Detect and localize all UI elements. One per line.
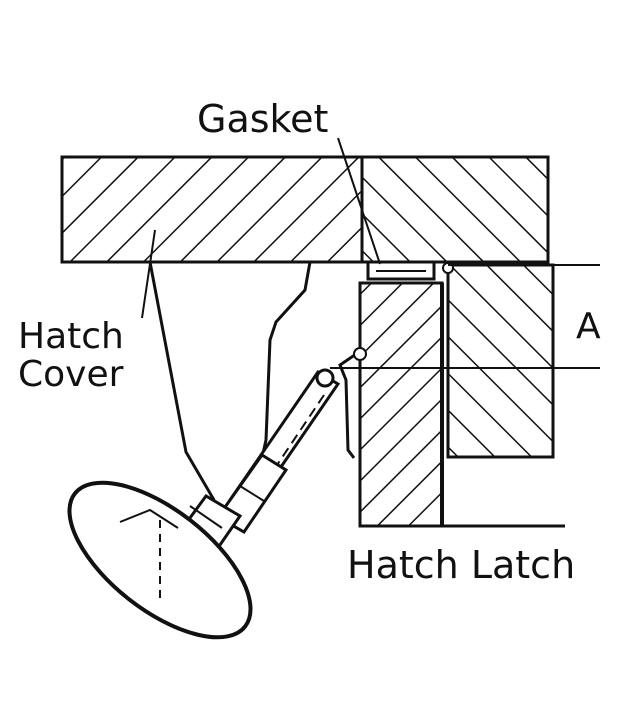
hatch-latch-plate	[358, 281, 565, 528]
gasket-strip	[366, 260, 454, 281]
dimension-a-label: A	[576, 306, 601, 347]
hatch-cover-label-line1: Hatch	[18, 316, 124, 357]
latch-bolt	[215, 368, 341, 534]
hatch-latch-label: Hatch Latch	[347, 543, 576, 587]
dimension-a-lines	[330, 264, 600, 369]
hatch-cover-label: Hatch Cover	[18, 318, 124, 394]
latch-hook	[338, 347, 367, 459]
hatch-cover-label-line2: Cover	[18, 353, 124, 395]
hatch-cover-plate	[60, 155, 550, 264]
bracket-arm	[148, 261, 312, 501]
coaming-block	[446, 263, 555, 459]
gasket-label: Gasket	[197, 97, 329, 141]
handwheel-knob	[67, 480, 253, 640]
leader-lines	[141, 137, 381, 319]
